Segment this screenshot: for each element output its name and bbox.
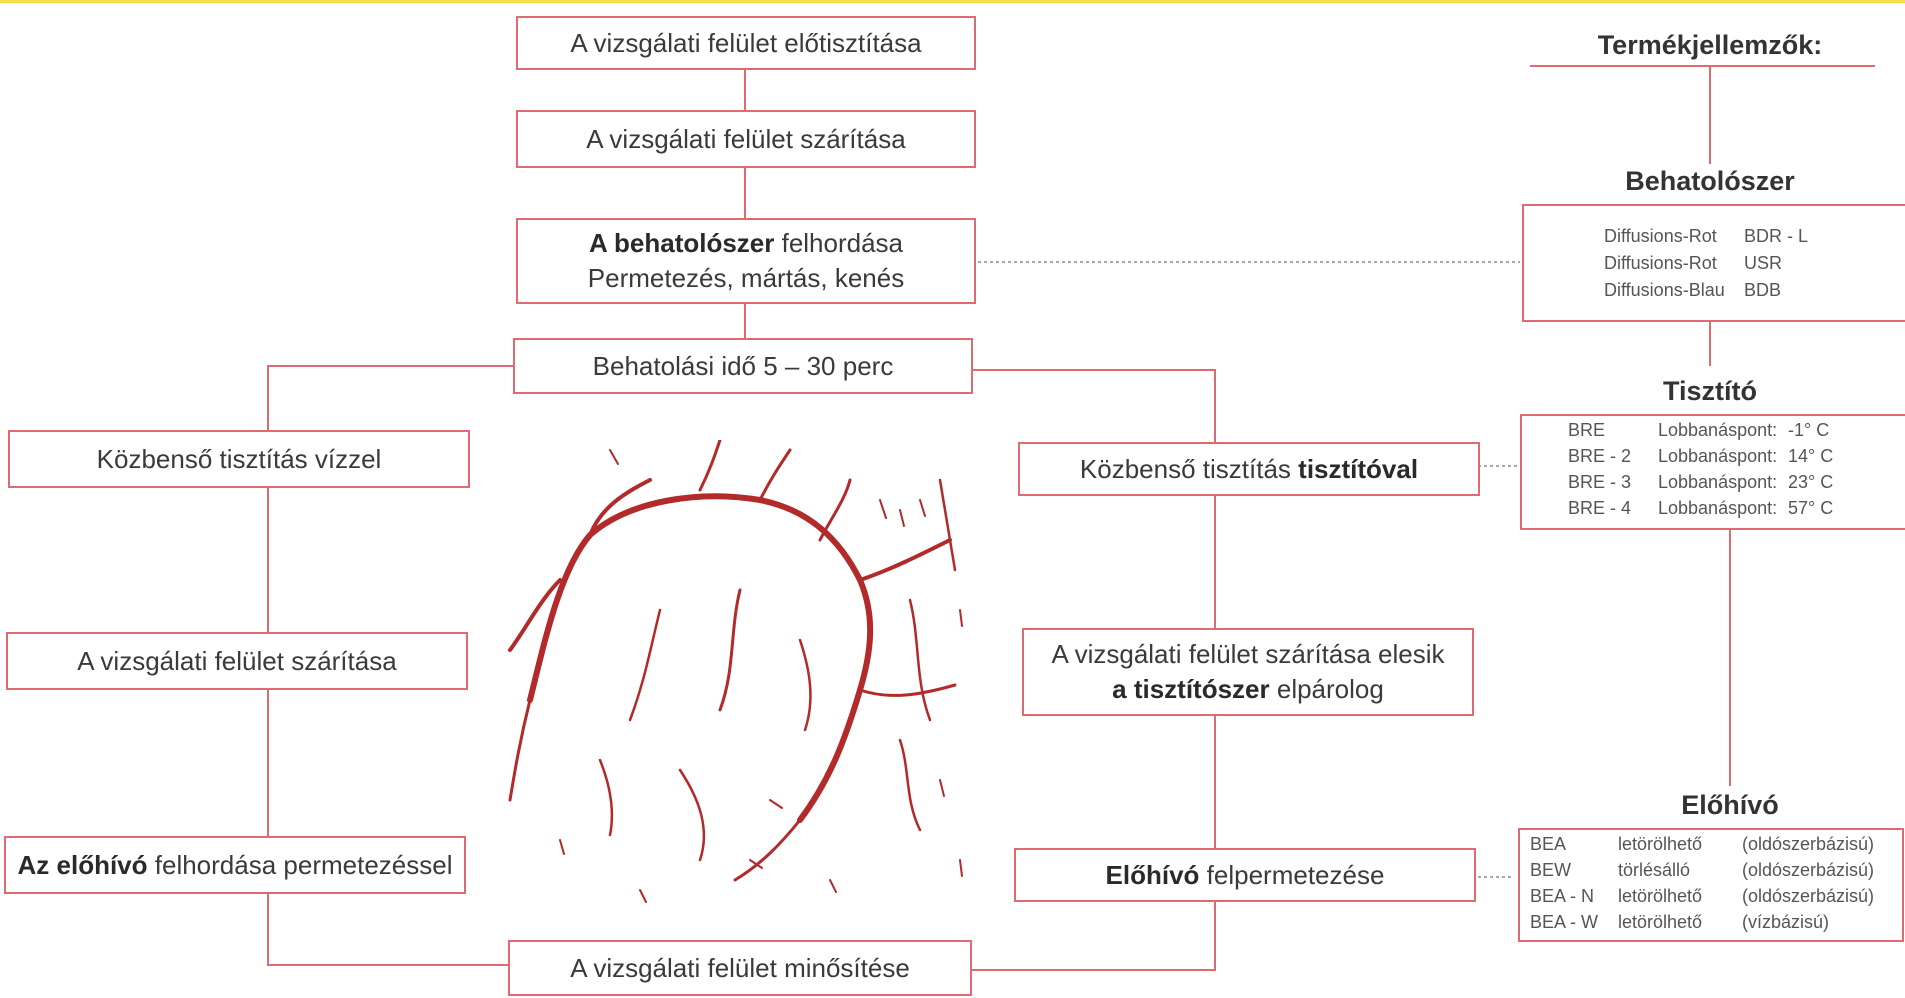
penetrant-row-1: Diffusions-RotBDR - L (1604, 226, 1808, 247)
branch-crack-8 (510, 700, 530, 800)
dwell-time-step: Behatolási idő 5 – 30 perc (513, 338, 973, 394)
cleaner-label: Lobbanáspont: (1658, 472, 1788, 493)
pre-clean-step: A vizsgálati felület előtisztítása (516, 16, 976, 70)
cleaner-row-2: BRE - 2Lobbanáspont:14° C (1568, 446, 1833, 467)
left-developer-label: Az előhívó felhordása permetezéssel (18, 848, 453, 883)
evaluate-step: A vizsgálati felület minősítése (508, 940, 972, 996)
developer-box: BEAletörölhető(oldószerbázisú) BEWtörlés… (1518, 828, 1904, 942)
pre-clean-label: A vizsgálati felület előtisztítása (570, 26, 921, 61)
penetrant-box: Diffusions-RotBDR - L Diffusions-RotUSR … (1522, 204, 1905, 322)
cleaner-value: 57° C (1788, 498, 1833, 518)
cleaner-value: -1° C (1788, 420, 1829, 440)
cleaner-code: BRE - 4 (1568, 498, 1658, 519)
penetrant-code: BDR - L (1744, 226, 1808, 246)
right-developer-bold: Előhívó (1106, 860, 1200, 890)
apply-line-1: A behatolószer felhordása (589, 226, 903, 261)
right-dry-bold: a tisztítószer (1112, 674, 1270, 704)
apply-bold: A behatolószer (589, 228, 774, 258)
developer-code: BEA - N (1530, 886, 1618, 907)
cleaner-row-4: BRE - 4Lobbanáspont:57° C (1568, 498, 1833, 519)
left-developer-bold: Az előhívó (18, 850, 148, 880)
right-developer-label: Előhívó felpermetezése (1106, 858, 1385, 893)
developer-row-3: BEA - Nletörölhető(oldószerbázisú) (1530, 886, 1874, 907)
penetrant-code: USR (1744, 253, 1782, 273)
branch-crack-5 (700, 440, 720, 490)
right-developer-rest: felpermetezése (1199, 860, 1384, 890)
dry-step: A vizsgálati felület szárítása (516, 110, 976, 168)
developer-code: BEA (1530, 834, 1618, 855)
cleaner-value: 14° C (1788, 446, 1833, 466)
penetrant-name: Diffusions-Blau (1604, 280, 1744, 301)
developer-type: letörölhető (1618, 834, 1742, 855)
penetrant-name: Diffusions-Rot (1604, 253, 1744, 274)
developer-row-1: BEAletörölhető(oldószerbázisú) (1530, 834, 1874, 855)
branch-crack-7 (735, 820, 800, 880)
developer-base: (oldószerbázisú) (1742, 886, 1874, 906)
right-dry-line-2: a tisztítószer elpárolog (1112, 672, 1384, 707)
cleaner-clean-step: Közbenső tisztítás tisztítóval (1018, 442, 1480, 496)
penetrant-row-2: Diffusions-RotUSR (1604, 253, 1782, 274)
cleaner-label: Lobbanáspont: (1658, 498, 1788, 519)
right-dry-rest: elpárolog (1270, 674, 1384, 704)
developer-code: BEA - W (1530, 912, 1618, 933)
dry-label: A vizsgálati felület szárítása (586, 122, 905, 157)
cleaner-code: BRE - 3 (1568, 472, 1658, 493)
apply-rest: felhordása (774, 228, 903, 258)
dwell-label: Behatolási idő 5 – 30 perc (593, 349, 894, 384)
developer-type: letörölhető (1618, 886, 1742, 907)
penetrant-name: Diffusions-Rot (1604, 226, 1744, 247)
cleaner-heading: Tisztító (1570, 376, 1850, 407)
branch-crack-3 (760, 450, 790, 500)
cleaner-label: Lobbanáspont: (1658, 420, 1788, 441)
cleaner-row-1: BRELobbanáspont:-1° C (1568, 420, 1829, 441)
cleaner-clean-bold: tisztítóval (1298, 454, 1418, 484)
branch-crack-4 (860, 540, 950, 580)
cleaner-label: Lobbanáspont: (1658, 446, 1788, 467)
left-developer-rest: felhordása permetezéssel (148, 850, 453, 880)
developer-base: (oldószerbázisú) (1742, 860, 1874, 880)
developer-base: (vízbázisú) (1742, 912, 1829, 932)
left-developer-step: Az előhívó felhordása permetezéssel (4, 836, 466, 894)
evaluate-label: A vizsgálati felület minősítése (570, 951, 910, 986)
water-clean-label: Közbenső tisztítás vízzel (97, 442, 382, 477)
apply-line-2: Permetezés, mártás, kenés (588, 261, 904, 296)
left-dry-step: A vizsgálati felület szárítása (6, 632, 468, 690)
water-clean-step: Közbenső tisztítás vízzel (8, 430, 470, 488)
apply-penetrant-step: A behatolószer felhordása Permetezés, má… (516, 218, 976, 304)
penetrant-row-3: Diffusions-BlauBDB (1604, 280, 1781, 301)
branch-crack-6 (860, 685, 955, 695)
left-dry-label: A vizsgálati felület szárítása (77, 644, 396, 679)
cleaner-code: BRE (1568, 420, 1658, 441)
developer-row-4: BEA - Wletörölhető(vízbázisú) (1530, 912, 1829, 933)
developer-base: (oldószerbázisú) (1742, 834, 1874, 854)
cleaner-box: BRELobbanáspont:-1° C BRE - 2Lobbanáspon… (1520, 414, 1905, 530)
developer-row-2: BEWtörlésálló(oldószerbázisú) (1530, 860, 1874, 881)
properties-title: Termékjellemzők: (1560, 30, 1860, 61)
cleaner-value: 23° C (1788, 472, 1833, 492)
main-crack (530, 496, 870, 820)
cleaner-clean-label: Közbenső tisztítás tisztítóval (1080, 452, 1418, 487)
cleaner-row-3: BRE - 3Lobbanáspont:23° C (1568, 472, 1833, 493)
developer-type: törlésálló (1618, 860, 1742, 881)
cleaner-code: BRE - 2 (1568, 446, 1658, 467)
penetrant-code: BDB (1744, 280, 1781, 300)
right-dry-line-1: A vizsgálati felület szárítása elesik (1051, 637, 1444, 672)
developer-heading: Előhívó (1590, 790, 1870, 821)
right-dry-step: A vizsgálati felület szárítása elesik a … (1022, 628, 1474, 716)
right-developer-step: Előhívó felpermetezése (1014, 848, 1476, 902)
developer-type: letörölhető (1618, 912, 1742, 933)
penetrant-heading: Behatolószer (1570, 166, 1850, 197)
crack-indication-image (500, 440, 980, 920)
cleaner-clean-prefix: Közbenső tisztítás (1080, 454, 1298, 484)
developer-code: BEW (1530, 860, 1618, 881)
